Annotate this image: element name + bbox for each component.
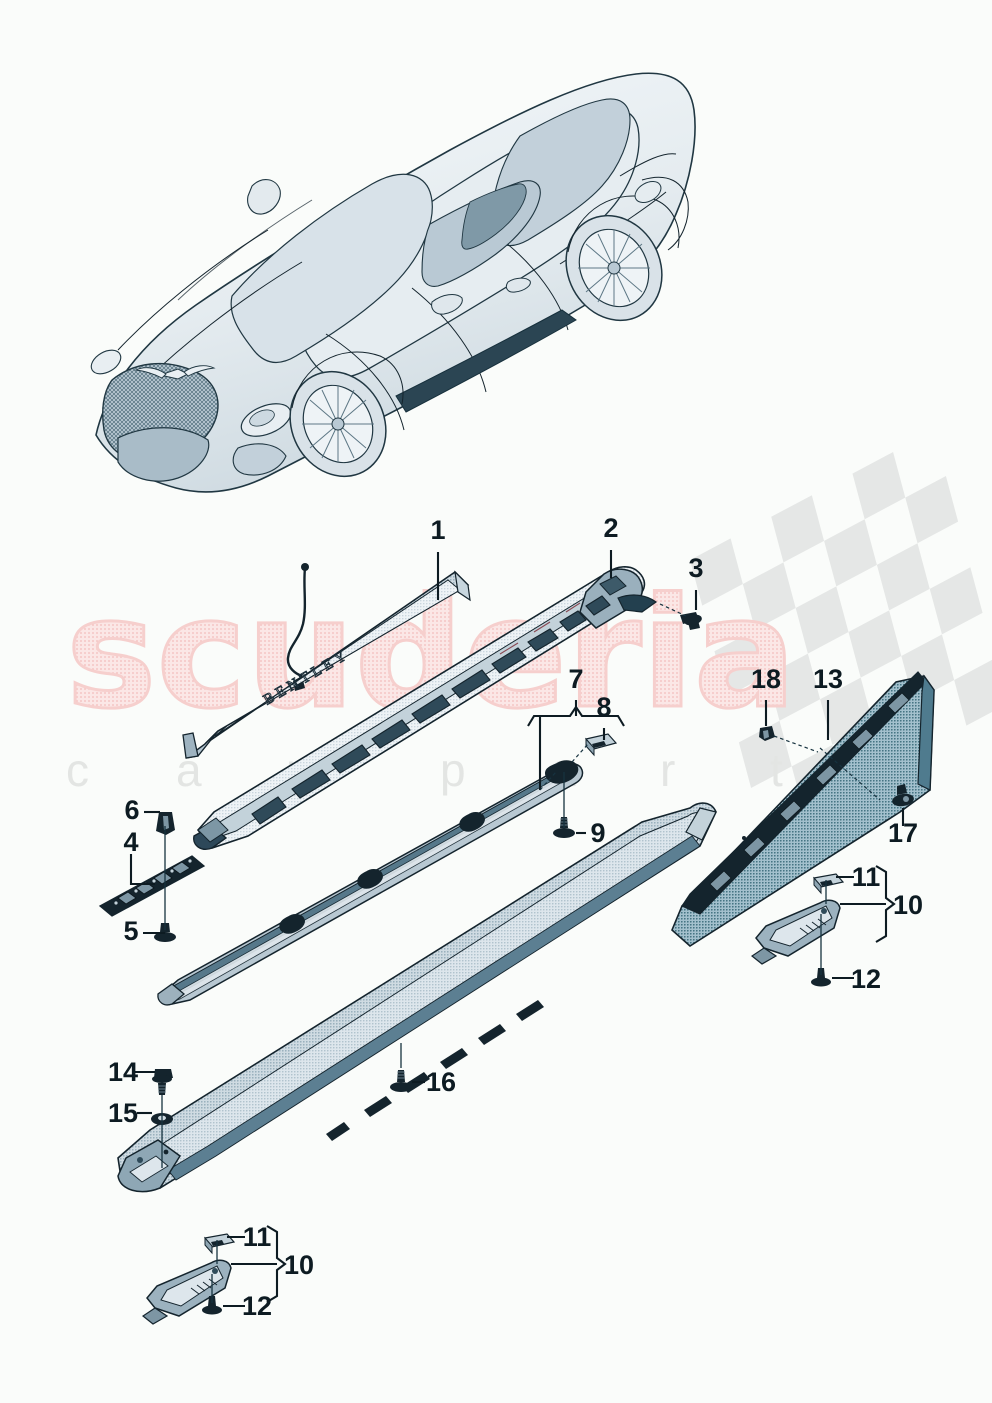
part-10-mounting-bracket-assembly-right bbox=[750, 873, 845, 987]
callout-11-left: 11 bbox=[243, 1222, 272, 1252]
callout-13: 13 bbox=[813, 664, 843, 694]
bentley-wings-badge-icon bbox=[134, 365, 216, 380]
callout-10-right: 10 bbox=[893, 890, 923, 920]
part-10-mounting-bracket-assembly-left bbox=[141, 1233, 236, 1325]
wheel-rear bbox=[565, 214, 663, 322]
callout-14: 14 bbox=[108, 1057, 138, 1087]
part-11-spring-nut-clip bbox=[203, 1233, 236, 1255]
callout-10-left: 10 bbox=[284, 1250, 314, 1280]
callout-1: 1 bbox=[430, 515, 445, 545]
mounting-bracket bbox=[141, 1259, 232, 1325]
brace-group-10-left bbox=[231, 1225, 287, 1303]
callout-17: 17 bbox=[888, 818, 918, 848]
part-14-hex-flange-screw bbox=[152, 1069, 173, 1095]
vehicle-illustration bbox=[90, 72, 696, 493]
mounting-bracket bbox=[750, 899, 841, 965]
part-18-retaining-clip bbox=[759, 726, 775, 741]
part-2-sill-trim-carrier bbox=[193, 566, 658, 850]
callout-numbers: 1 2 3 4 5 6 7 8 9 10 11 12 13 14 15 16 1… bbox=[108, 513, 923, 1321]
callout-4: 4 bbox=[123, 827, 138, 857]
callout-2: 2 bbox=[603, 513, 618, 543]
leader-lines bbox=[129, 550, 905, 1308]
brace-group-10-right bbox=[840, 865, 896, 943]
callout-5: 5 bbox=[123, 916, 138, 946]
part-8-spring-nut-clip bbox=[584, 733, 618, 757]
callout-11-right: 11 bbox=[852, 862, 881, 892]
callout-7: 7 bbox=[568, 664, 583, 694]
callout-6: 6 bbox=[124, 795, 139, 825]
part-5-pan-head-screw bbox=[154, 923, 176, 942]
part-17-fixing-screw bbox=[892, 784, 914, 807]
wheel-front bbox=[289, 370, 387, 478]
tagline-letter: t bbox=[770, 744, 783, 796]
callout-9: 9 bbox=[590, 818, 605, 848]
part-13-side-member-trim-sill-cover bbox=[117, 671, 935, 1193]
part-16-fixing-screw bbox=[390, 1070, 412, 1092]
callout-18: 18 bbox=[751, 664, 781, 694]
callout-12-left: 12 bbox=[242, 1291, 272, 1321]
callout-3: 3 bbox=[688, 553, 703, 583]
tagline-letter: c bbox=[66, 744, 89, 796]
callout-15: 15 bbox=[108, 1098, 138, 1128]
callout-8: 8 bbox=[596, 692, 611, 722]
part-7-trim-strip-assembly bbox=[157, 760, 584, 1006]
tagline-letter: p bbox=[440, 744, 466, 796]
tagline-letter: r bbox=[660, 744, 675, 796]
callout-16: 16 bbox=[426, 1067, 456, 1097]
brace-group-7 bbox=[527, 705, 625, 791]
callout-12-right: 12 bbox=[851, 964, 881, 994]
